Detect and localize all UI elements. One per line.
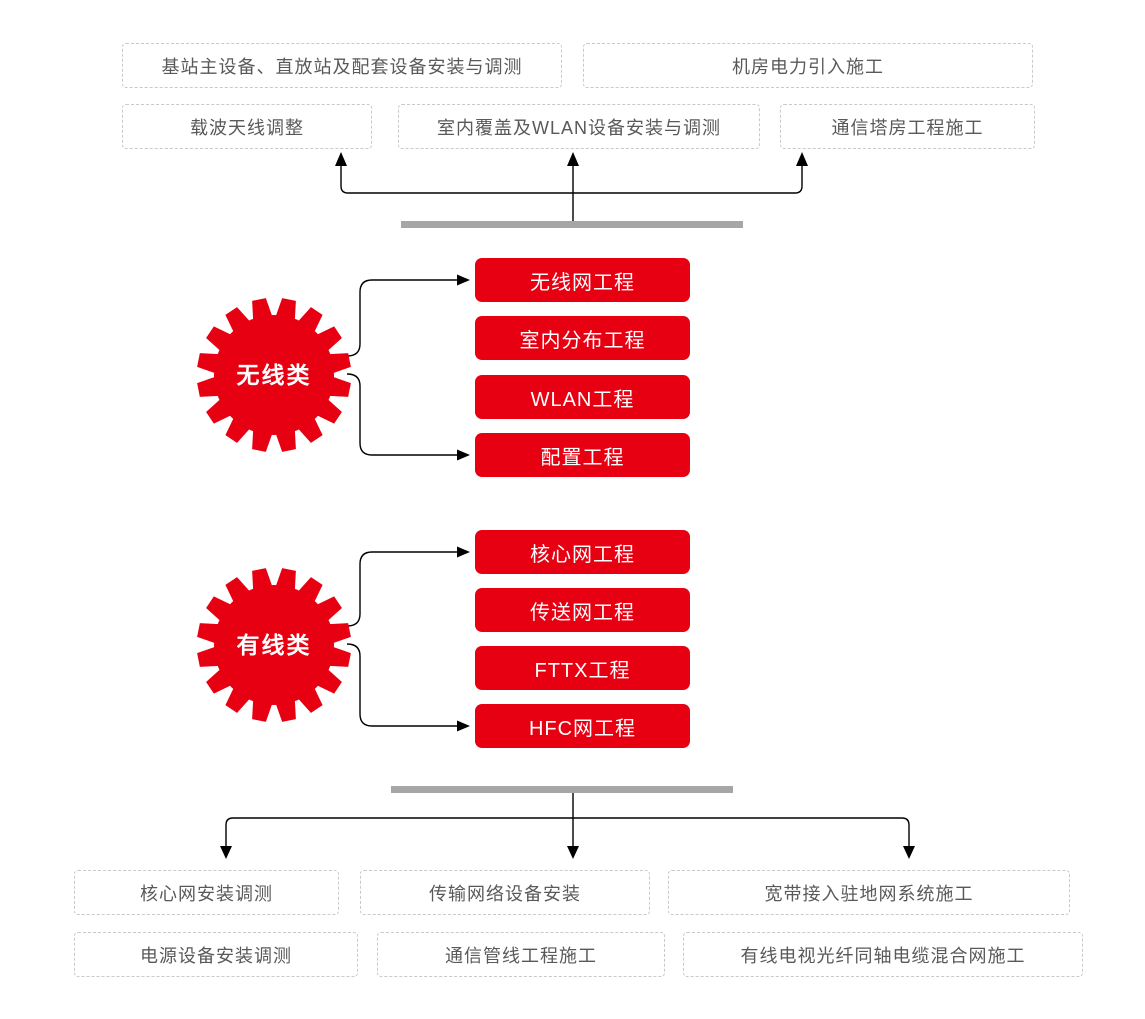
bottom-output-box: 宽带接入驻地网系统施工 <box>668 870 1070 915</box>
wired-category-label: 有线类 <box>236 632 312 658</box>
arrow-right-icon <box>457 720 470 732</box>
top-output-box: 基站主设备、直放站及配套设备安装与调测 <box>122 43 562 88</box>
divider-bar-top <box>401 221 743 228</box>
arrow-up-icon <box>335 152 347 166</box>
project-box: WLAN工程 <box>475 375 690 419</box>
top-output-box: 室内覆盖及WLAN设备安装与调测 <box>398 104 760 149</box>
bottom-output-box: 通信管线工程施工 <box>377 932 665 977</box>
project-box: 核心网工程 <box>475 530 690 574</box>
arrow-down-icon <box>567 846 579 859</box>
arrow-down-icon <box>903 846 915 859</box>
bottom-output-box: 核心网安装调测 <box>74 870 339 915</box>
bottom-output-box: 传输网络设备安装 <box>360 870 650 915</box>
bottom-connector-line <box>225 793 910 846</box>
arrow-up-icon <box>796 152 808 166</box>
arrow-right-icon <box>457 546 470 558</box>
project-box: 配置工程 <box>475 433 690 477</box>
arrow-down-icon <box>220 846 232 859</box>
bottom-output-box: 电源设备安装调测 <box>74 932 358 977</box>
wired-bracket-lower <box>346 643 457 727</box>
wireless-bracket-upper <box>346 279 457 357</box>
top-output-box: 机房电力引入施工 <box>583 43 1033 88</box>
project-box: 传送网工程 <box>475 588 690 632</box>
project-box: FTTX工程 <box>475 646 690 690</box>
arrow-right-icon <box>457 274 470 286</box>
top-output-box: 通信塔房工程施工 <box>780 104 1035 149</box>
bottom-output-box: 有线电视光纤同轴电缆混合网施工 <box>683 932 1083 977</box>
project-box: 无线网工程 <box>475 258 690 302</box>
top-output-box: 载波天线调整 <box>122 104 372 149</box>
arrow-right-icon <box>457 449 470 461</box>
arrow-up-icon <box>567 152 579 166</box>
divider-bar-bottom <box>391 786 733 793</box>
wireless-bracket-lower <box>346 373 457 456</box>
top-connector-line <box>340 166 803 221</box>
wireless-category-label: 无线类 <box>236 362 312 388</box>
project-box: 室内分布工程 <box>475 316 690 360</box>
wired-bracket-upper <box>346 551 457 627</box>
project-box: HFC网工程 <box>475 704 690 748</box>
